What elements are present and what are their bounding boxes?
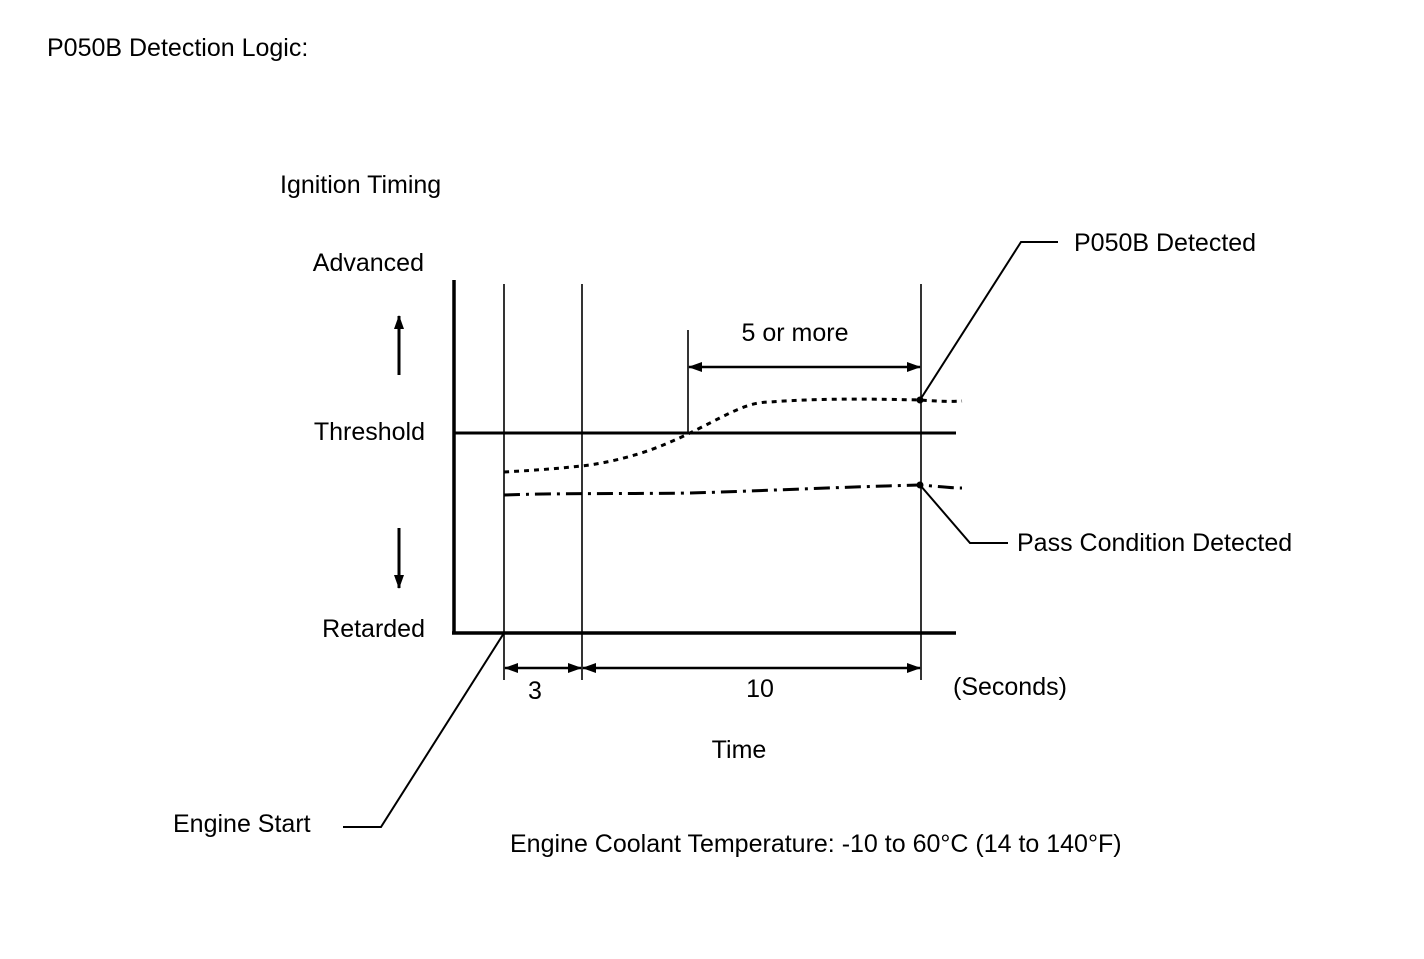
diagram-title: P050B Detection Logic:	[47, 34, 308, 62]
retarded-label: Retarded	[322, 615, 425, 643]
pass-leader-line	[919, 484, 1008, 544]
coolant-condition-note: Engine Coolant Temperature: -10 to 60°C …	[510, 830, 1122, 858]
normal-curve	[503, 483, 963, 497]
seconds-unit-label: (Seconds)	[953, 673, 1067, 701]
three-second-label: 3	[528, 677, 542, 705]
threshold-label: Threshold	[314, 418, 425, 446]
x-axis-label: Time	[712, 736, 767, 764]
ten-second-label: 10	[746, 675, 774, 703]
advanced-label: Advanced	[313, 249, 424, 277]
five-or-more-label: 5 or more	[742, 319, 849, 347]
p050b-detected-label: P050B Detected	[1074, 229, 1256, 257]
engine-start-leader-line	[343, 632, 505, 828]
y-axis-label: Ignition Timing	[280, 171, 441, 199]
malfunction-curve	[503, 397, 963, 474]
engine-start-label: Engine Start	[173, 810, 311, 838]
pass-condition-label: Pass Condition Detected	[1017, 529, 1292, 557]
detected-leader-line	[919, 241, 1058, 401]
